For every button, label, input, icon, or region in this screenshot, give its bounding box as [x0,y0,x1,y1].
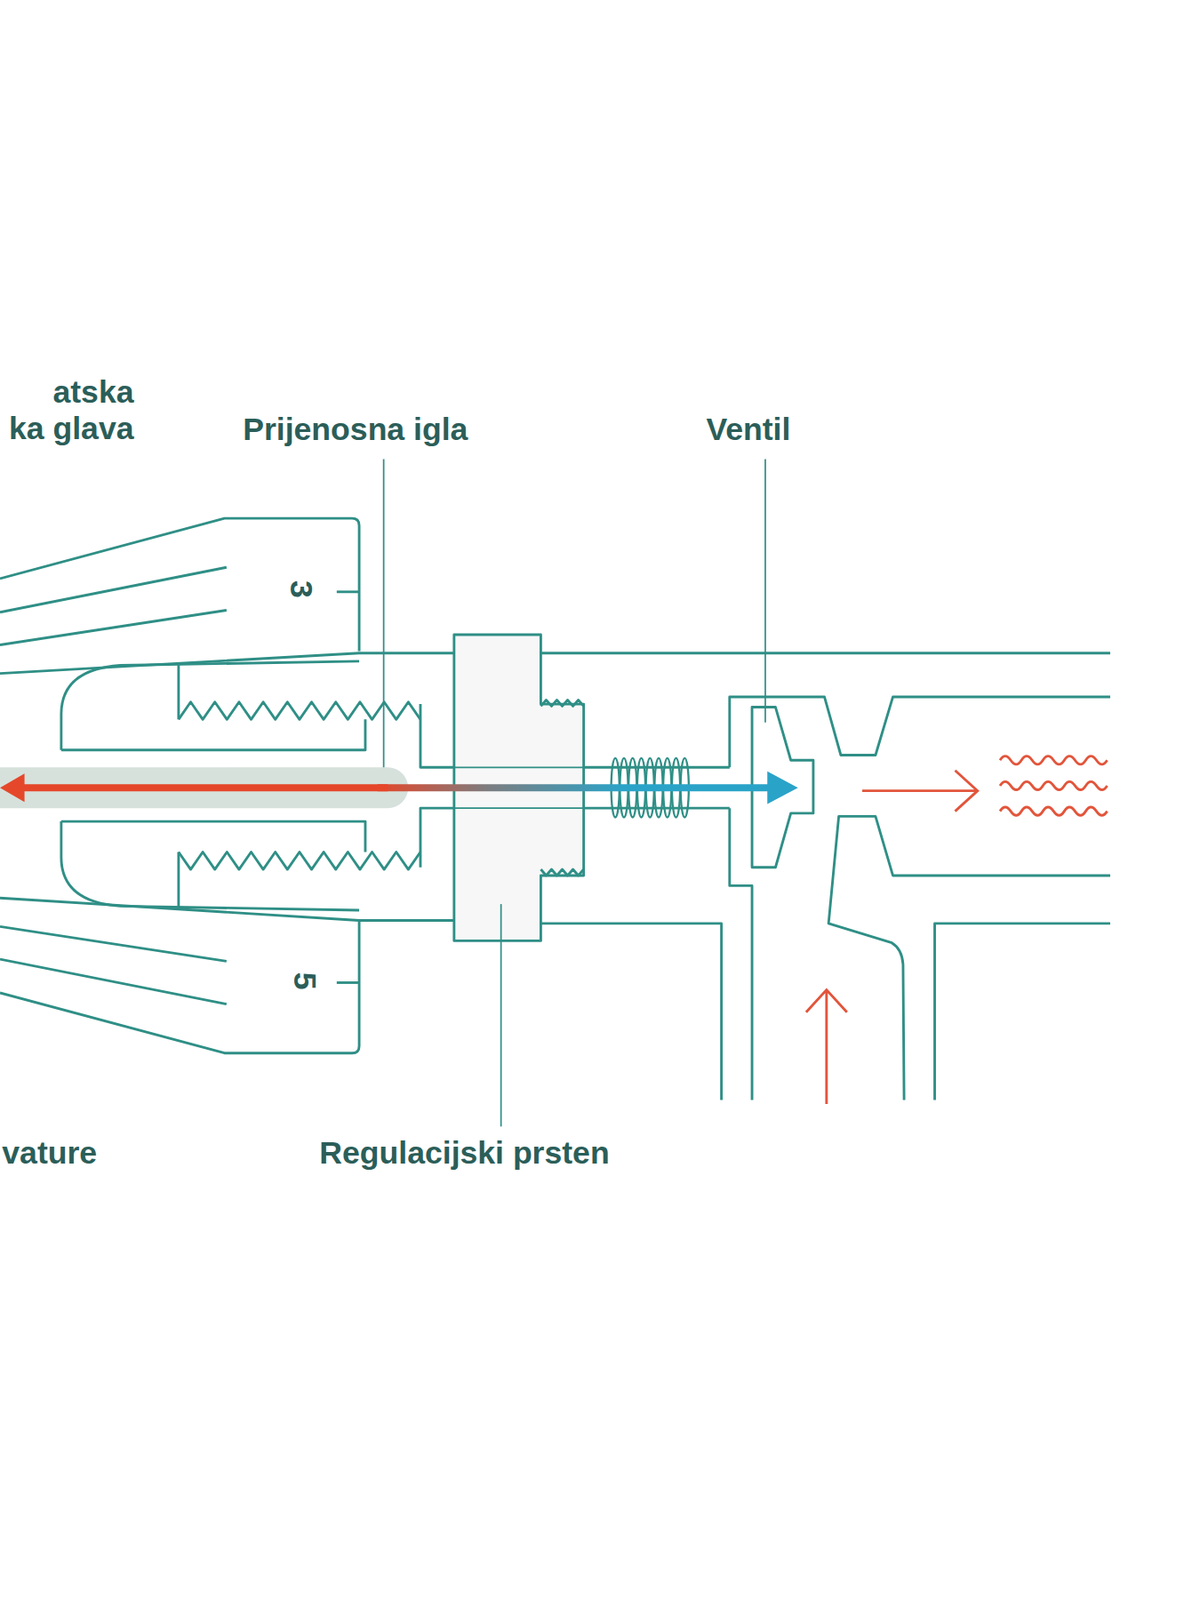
pin-motion [18,784,389,792]
part-name: Prijenosna igla [242,411,468,448]
head-fin [0,959,227,1005]
leader-line [383,459,385,768]
transfer-pin [0,767,408,808]
valve-seat [828,816,1111,1100]
housing-wall [540,923,721,1101]
head-fin [0,921,360,1054]
part-name: Regulacijski prsten [319,1135,609,1171]
part-name: vature [1,1135,97,1171]
scale-number: 5 [288,972,321,991]
head-fin [0,609,227,645]
arrow-head [0,773,25,802]
head-fin [0,926,227,961]
ring-thread [540,869,584,876]
sensor-body [61,719,366,750]
part-name: Ventil [705,411,791,448]
bellows [176,663,180,720]
housing-wall [935,923,1111,1101]
pin-motion [377,784,776,792]
leader-line [764,459,767,723]
flow-arrow [862,770,978,812]
arrow-head [767,771,798,805]
bellows [176,852,180,909]
scale-tick [336,590,360,593]
flow-arrow [806,990,848,1105]
bellows [178,852,421,871]
valve-seat [729,808,752,1100]
scale-number: 3 [286,580,319,599]
sensor-body [61,821,366,852]
scale-tick [336,981,360,984]
ring-thread [540,699,584,706]
heat-waves [1000,756,1108,816]
head-fin [0,518,360,651]
head-fin [0,567,227,613]
leader-line [500,904,503,1127]
part-name: atska ka glava [4,374,135,446]
